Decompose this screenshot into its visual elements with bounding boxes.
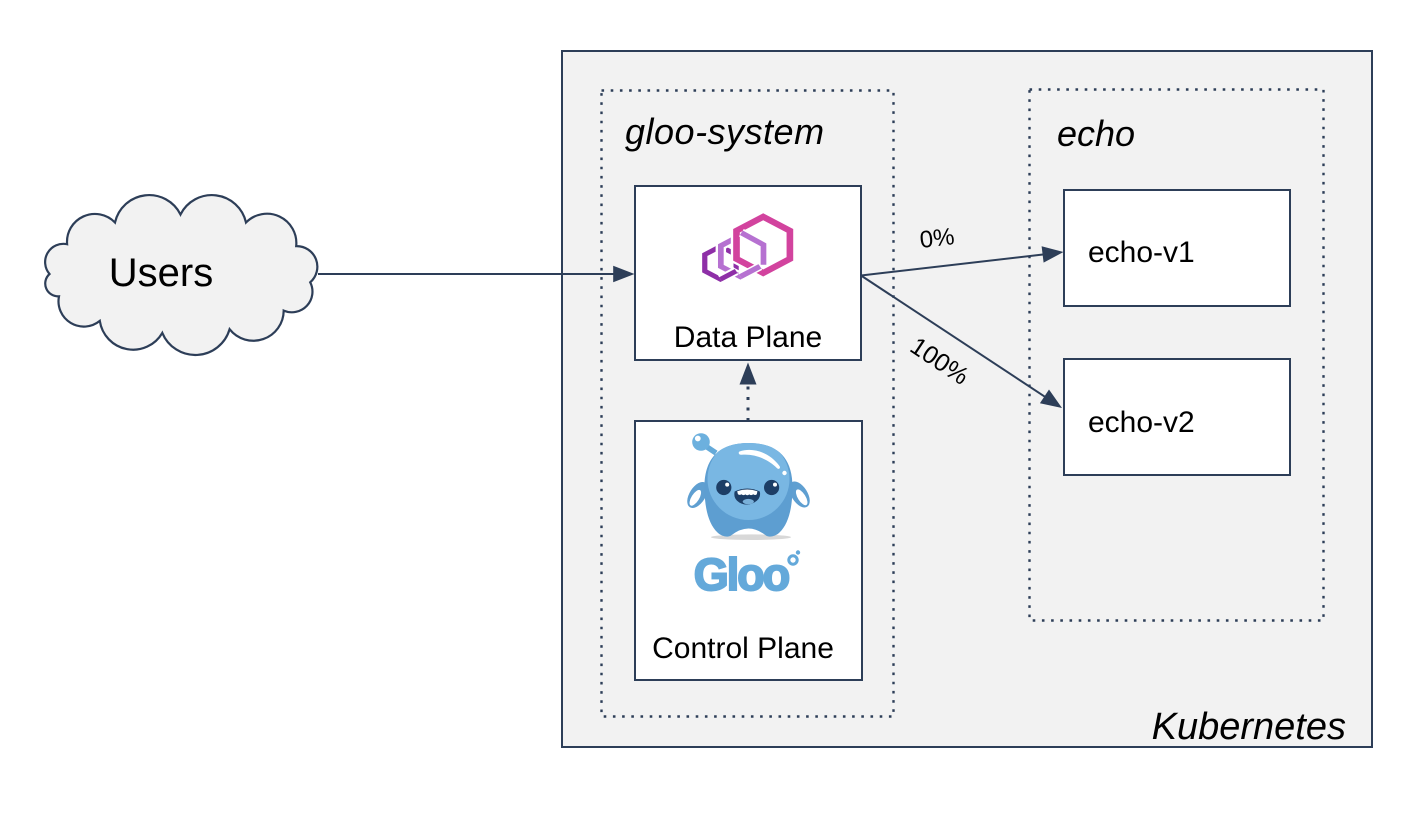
svg-text:echo: echo (1057, 113, 1135, 154)
svg-text:0%: 0% (918, 223, 956, 254)
svg-text:Gloo: Gloo (694, 549, 789, 600)
svg-text:echo-v1: echo-v1 (1088, 236, 1195, 269)
svg-text:echo-v2: echo-v2 (1088, 406, 1195, 439)
svg-text:Users: Users (109, 251, 213, 295)
svg-text:gloo-system: gloo-system (625, 111, 825, 152)
svg-text:Data Plane: Data Plane (674, 321, 822, 354)
svg-text:Control Plane: Control Plane (652, 632, 834, 665)
svg-text:Kubernetes: Kubernetes (1152, 706, 1346, 748)
